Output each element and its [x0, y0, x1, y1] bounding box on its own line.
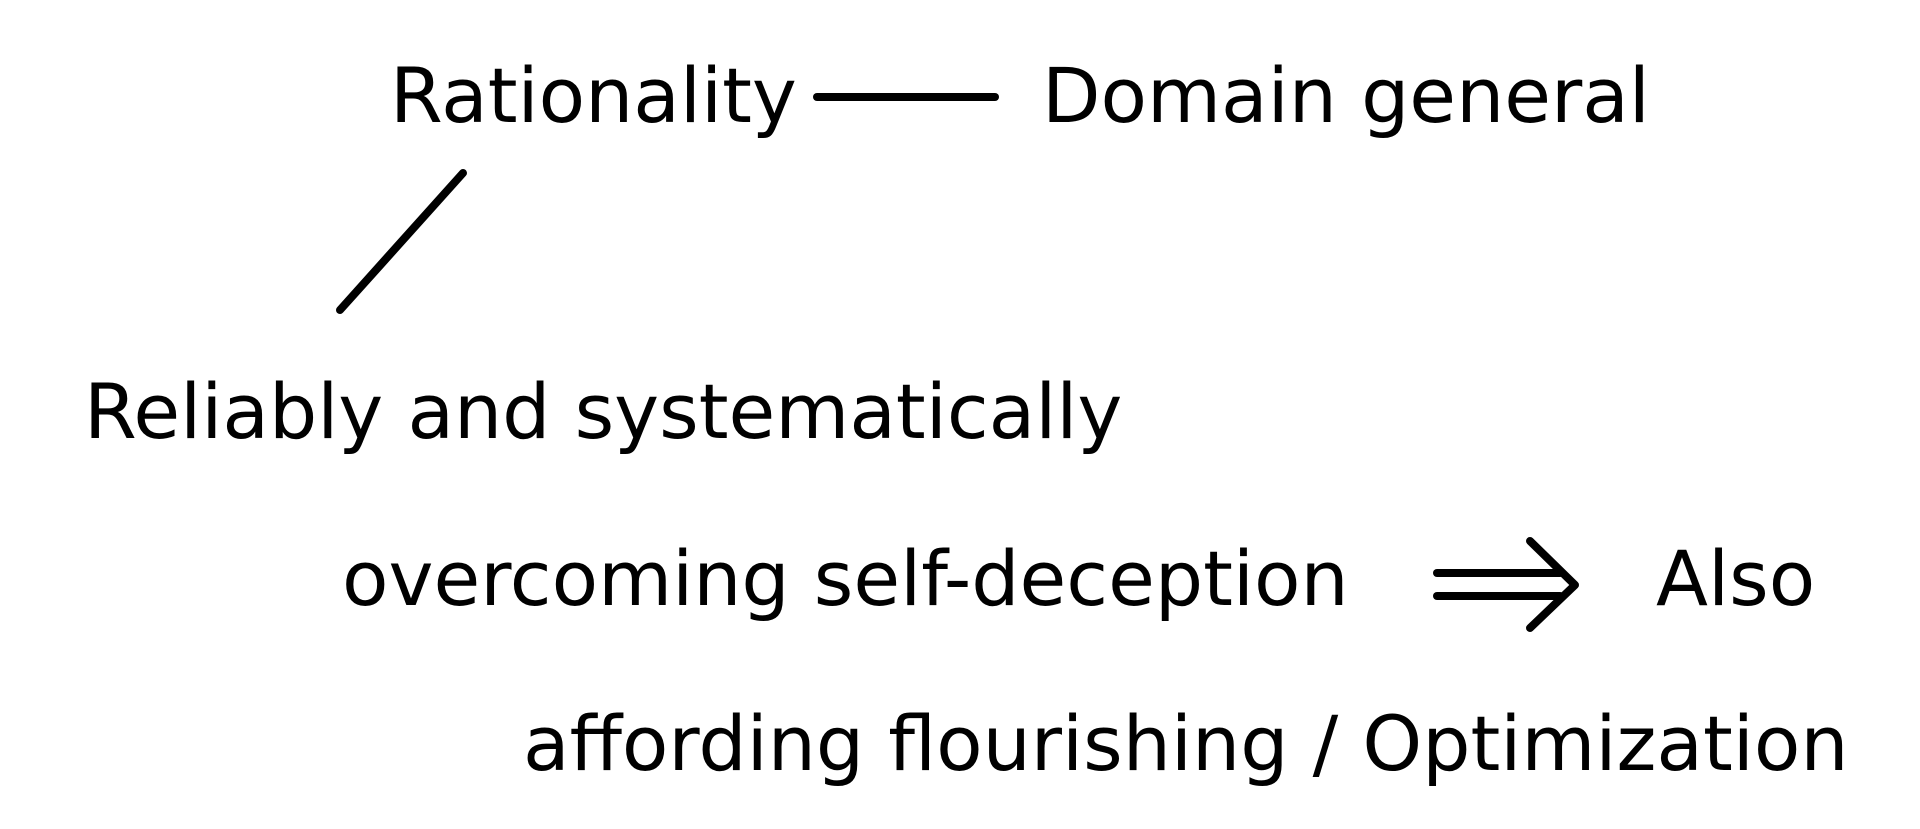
node-reliably-and-systematically: Reliably and systematically [84, 367, 1123, 456]
node-overcoming-self-deception: overcoming self-deception [342, 534, 1349, 623]
implies-arrow-head [1526, 537, 1579, 632]
connector-rationality-reliably [336, 169, 467, 314]
node-rationality: Rationality [390, 51, 797, 140]
node-affording-flourishing-optimization: affording flourishing / Optimization [523, 699, 1849, 788]
node-domain-general: Domain general [1042, 51, 1650, 140]
implies-arrow-icon [1433, 537, 1579, 632]
node-also: Also [1656, 534, 1816, 623]
